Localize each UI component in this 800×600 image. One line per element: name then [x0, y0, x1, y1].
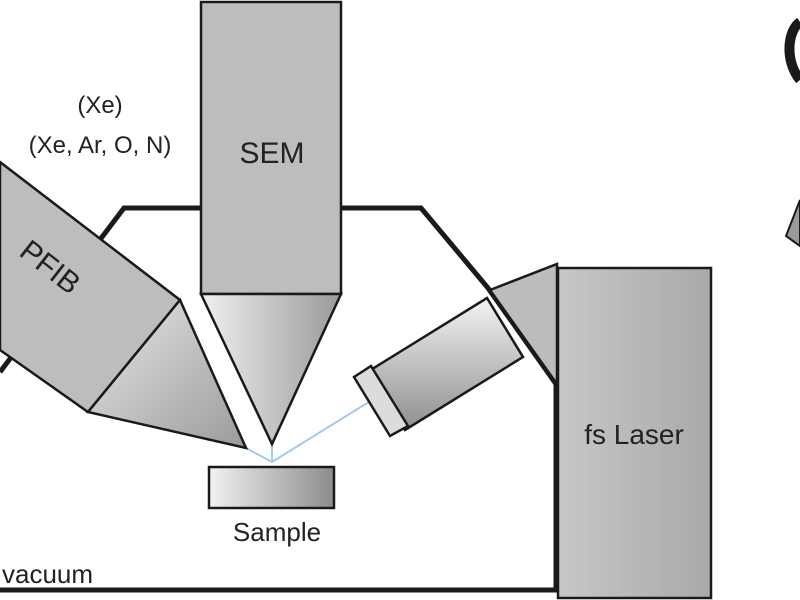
pfib-cone: [85, 297, 249, 450]
pfib-beam: [245, 447, 273, 463]
vacuum-label: vacuum: [2, 559, 93, 589]
sem-column: [199, 0, 343, 447]
offscreen-panel-fragment: [784, 17, 800, 248]
laser-label: fs Laser: [584, 419, 684, 450]
sem-body: [199, 0, 343, 296]
laser-beam: [271, 399, 373, 463]
fragment-arc: [784, 17, 800, 84]
sem-cone: [199, 292, 343, 447]
sample-label: Sample: [233, 517, 321, 547]
fs-laser: [352, 262, 713, 600]
gas-primary-label: (Xe): [77, 92, 122, 119]
pfib-column: [0, 160, 249, 450]
laser-box: [556, 266, 713, 600]
sem-label: SEM: [239, 137, 304, 170]
vacuum-chamber: [0, 205, 559, 593]
gas-options-label: (Xe, Ar, O, N): [29, 132, 172, 159]
laser-lens-end: [352, 364, 410, 438]
fragment-wedge: [784, 199, 800, 248]
sample-stage: [207, 465, 336, 510]
beam-lines: [245, 399, 373, 463]
